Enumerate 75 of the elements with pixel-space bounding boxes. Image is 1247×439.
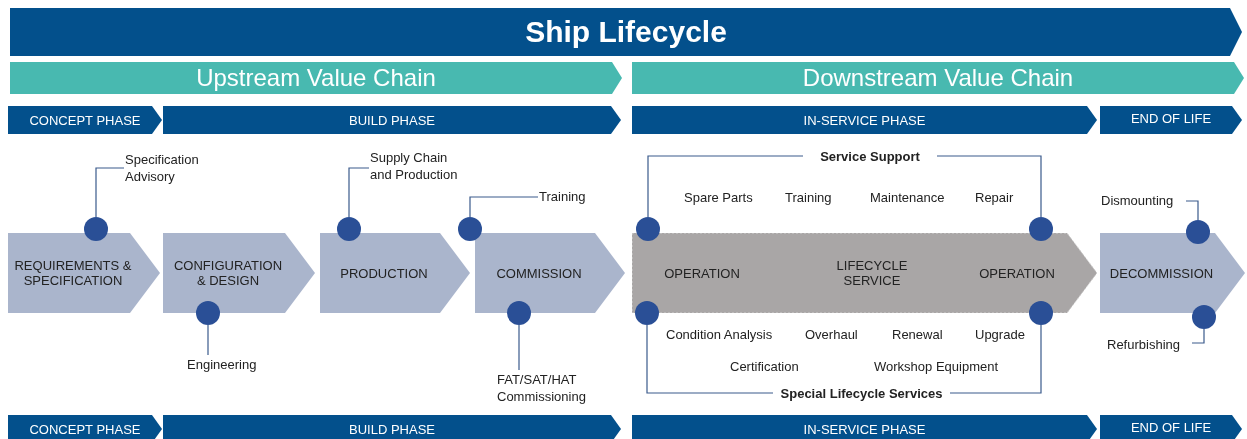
service-item: Certification bbox=[730, 358, 799, 375]
banner-title: Ship Lifecycle bbox=[525, 15, 727, 49]
marker-dot bbox=[507, 301, 531, 325]
marker-dot bbox=[1186, 220, 1210, 244]
service-item: Spare Parts bbox=[684, 189, 753, 206]
marker-dot bbox=[1192, 305, 1216, 329]
step-label: LIFECYCLE SERVICE bbox=[835, 258, 909, 288]
marker-dot bbox=[458, 217, 482, 241]
process-step bbox=[320, 233, 470, 313]
service-item: Overhaul bbox=[805, 326, 858, 343]
phase-band bbox=[632, 106, 1097, 134]
process-step bbox=[632, 233, 1097, 313]
step-label: OPERATION bbox=[978, 265, 1056, 281]
group-heading: Service Support bbox=[804, 148, 936, 165]
phase-band bbox=[632, 415, 1097, 439]
marker-dot bbox=[1029, 217, 1053, 241]
callout-text: Specification Advisory bbox=[125, 151, 215, 185]
phase-band bbox=[1100, 415, 1242, 439]
leader-line bbox=[949, 324, 1042, 394]
phase-label: END OF LIFE bbox=[1130, 420, 1212, 435]
marker-dot bbox=[337, 217, 361, 241]
callout-text: FAT/SAT/HAT Commissioning bbox=[497, 371, 597, 405]
leader-line bbox=[348, 167, 370, 218]
phase-band bbox=[8, 415, 162, 439]
phase-label: CONCEPT PHASE bbox=[29, 112, 141, 128]
phase-label: IN-SERVICE PHASE bbox=[803, 421, 926, 437]
service-item: Renewal bbox=[892, 326, 943, 343]
phase-label: BUILD PHASE bbox=[349, 112, 435, 128]
callout-text: Refurbishing bbox=[1107, 336, 1191, 353]
group-heading: Special Lifecycle Services bbox=[774, 385, 949, 402]
leader-line bbox=[1191, 328, 1205, 344]
service-item: Workshop Equipment bbox=[874, 358, 999, 375]
process-step bbox=[1100, 233, 1245, 313]
step-label: REQUIREMENTS & SPECIFICATION bbox=[13, 258, 133, 288]
value-chain-band bbox=[632, 62, 1244, 94]
callout-text: Engineering bbox=[187, 356, 267, 373]
marker-dot bbox=[636, 217, 660, 241]
service-item: Upgrade bbox=[975, 326, 1025, 343]
phase-band bbox=[1100, 106, 1242, 134]
leader-line bbox=[646, 324, 774, 394]
step-label: DECOMMISSION bbox=[1108, 265, 1215, 281]
callout-text: Dismounting bbox=[1101, 192, 1185, 209]
service-item: Training bbox=[785, 189, 832, 206]
leader-line bbox=[95, 167, 125, 218]
process-step bbox=[8, 233, 160, 313]
leader-line bbox=[1185, 200, 1199, 221]
value-chain-band bbox=[10, 62, 622, 94]
title-banner bbox=[10, 8, 1242, 56]
marker-dot bbox=[84, 217, 108, 241]
process-step bbox=[163, 233, 315, 313]
callout-text: Training bbox=[539, 188, 599, 205]
service-item: Condition Analysis bbox=[666, 326, 773, 343]
service-item: Repair bbox=[975, 189, 1014, 206]
step-label: COMMISSION bbox=[495, 265, 583, 281]
phase-band bbox=[8, 106, 162, 134]
marker-dot bbox=[196, 301, 220, 325]
step-label: PRODUCTION bbox=[339, 265, 429, 281]
process-step bbox=[475, 233, 625, 313]
step-label: OPERATION bbox=[663, 265, 741, 281]
step-label: CONFIGURATION & DESIGN bbox=[172, 258, 284, 288]
value-chain-label: Downstream Value Chain bbox=[802, 64, 1074, 92]
phase-label: END OF LIFE bbox=[1130, 111, 1212, 126]
value-chain-label: Upstream Value Chain bbox=[196, 64, 436, 92]
callout-text: Supply Chain and Production bbox=[370, 149, 470, 183]
leader-line bbox=[936, 155, 1042, 218]
leader-line bbox=[207, 324, 209, 356]
phase-label: BUILD PHASE bbox=[349, 421, 435, 437]
leader-line bbox=[469, 196, 539, 218]
marker-dot bbox=[635, 301, 659, 325]
marker-dot bbox=[1029, 301, 1053, 325]
phase-label: CONCEPT PHASE bbox=[29, 421, 141, 437]
leader-line bbox=[647, 155, 804, 218]
phase-label: IN-SERVICE PHASE bbox=[803, 112, 926, 128]
service-item: Maintenance bbox=[870, 189, 945, 206]
leader-line bbox=[518, 324, 520, 371]
